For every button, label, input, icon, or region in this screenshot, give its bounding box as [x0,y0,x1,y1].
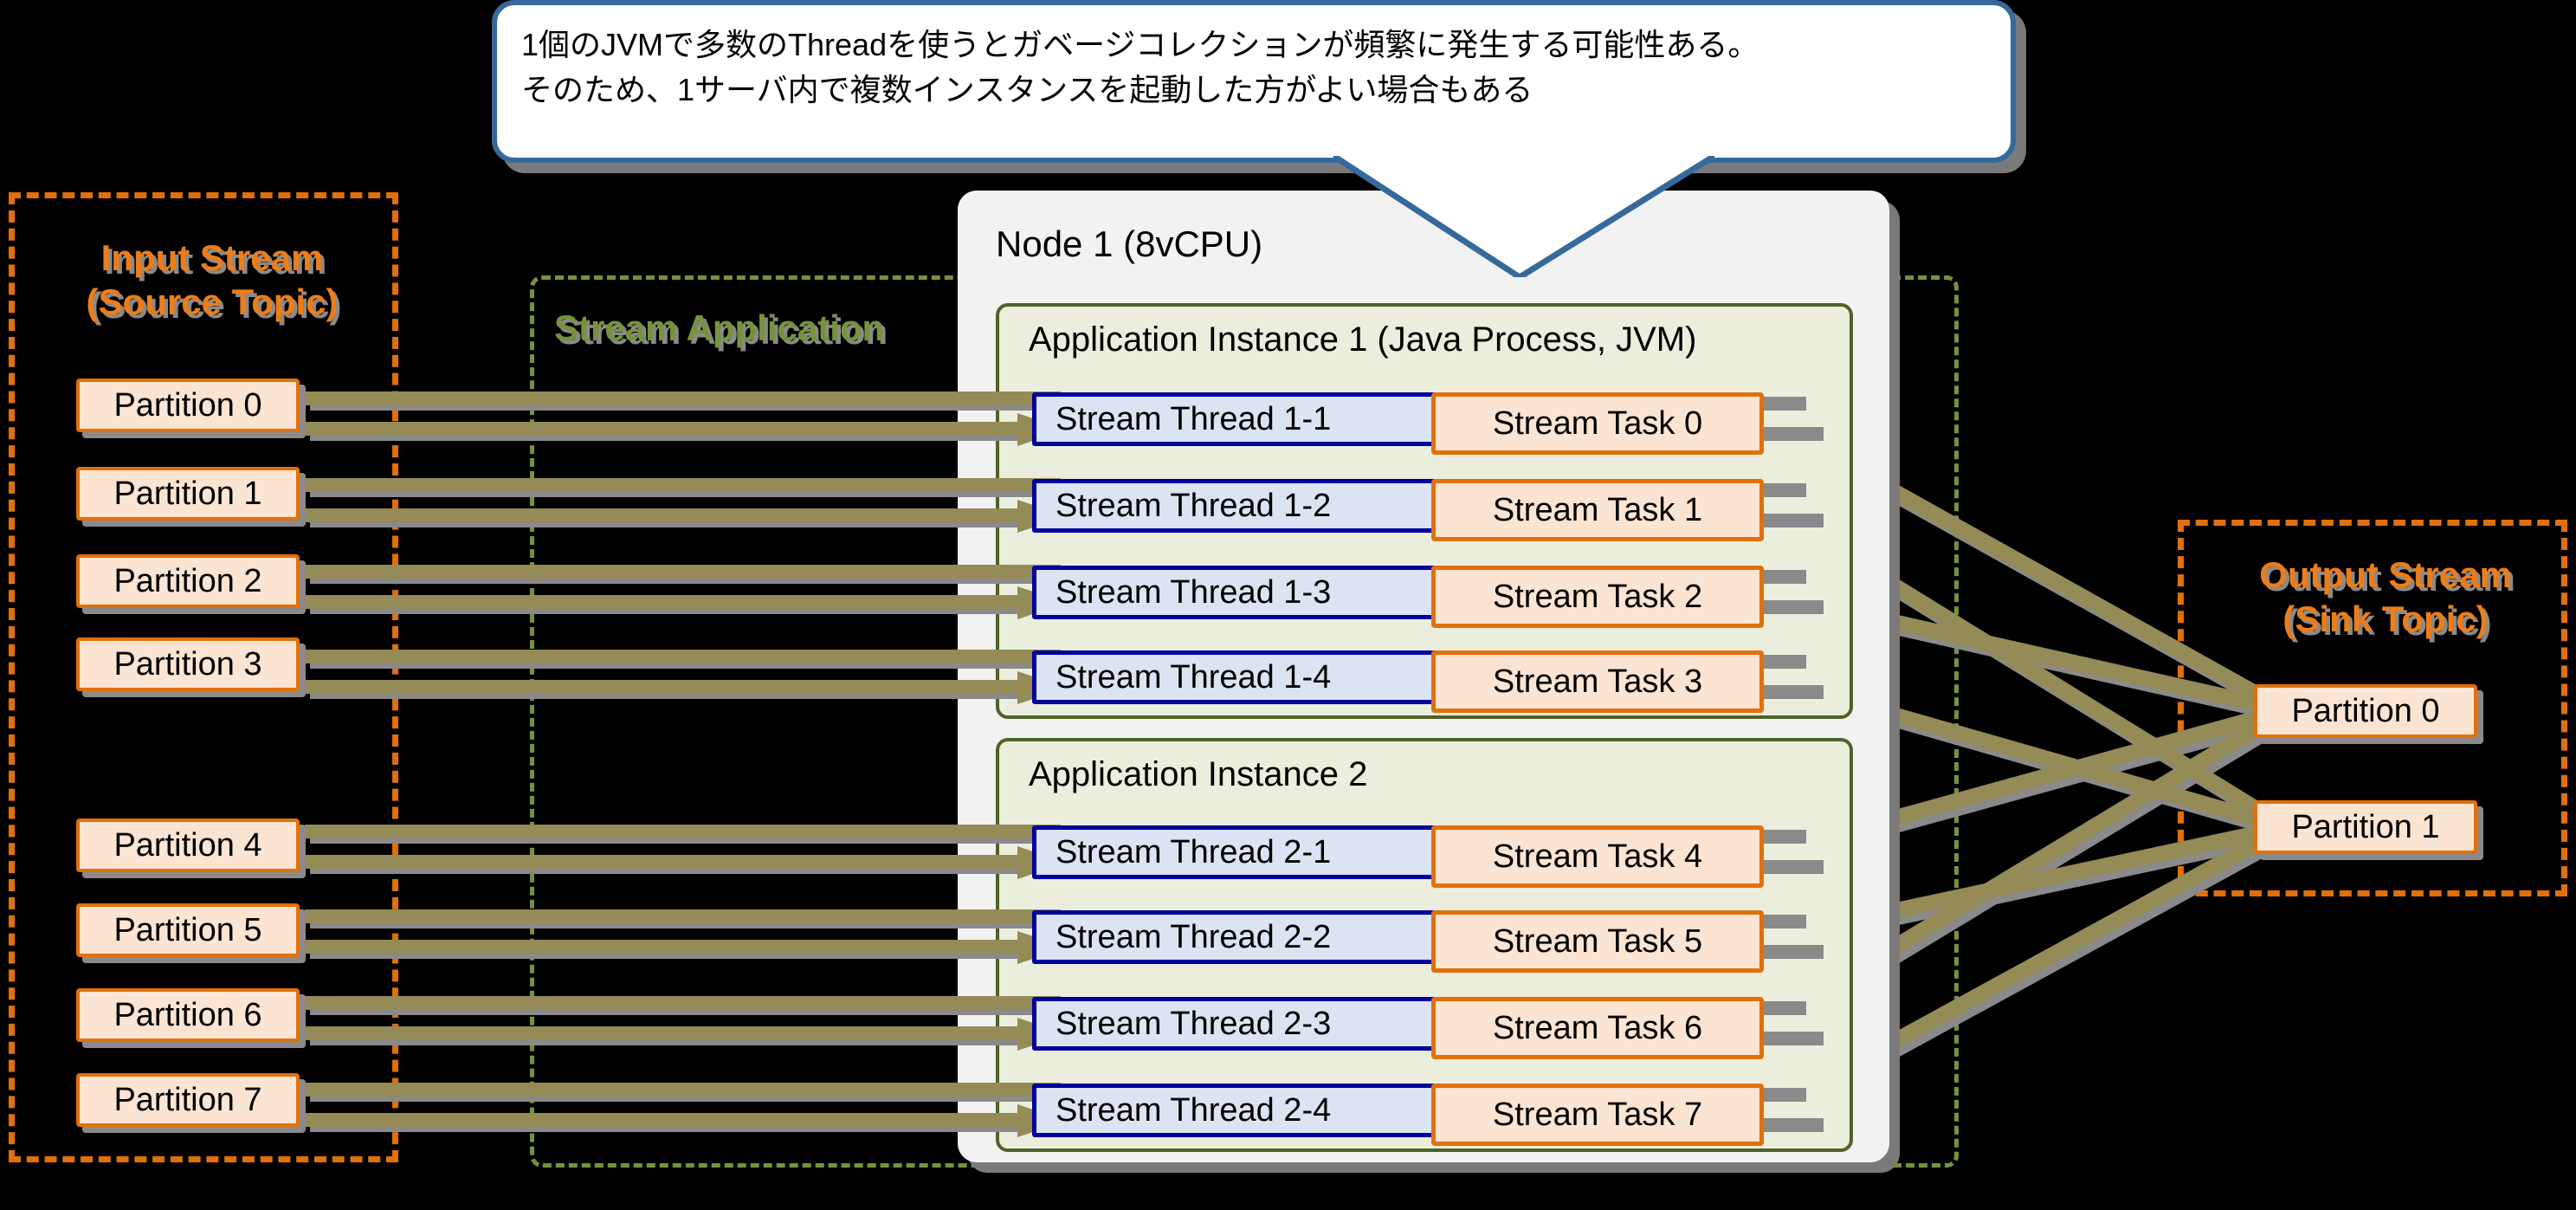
stream-thread-2-3[interactable]: Stream Thread 2-3 Stream Task 6 [1032,997,1764,1059]
thread-label: Stream Thread 1-2 [1056,487,1332,524]
stream-thread-2-4[interactable]: Stream Thread 2-4 Stream Task 7 [1032,1084,1764,1146]
partition-label: Partition 0 [2291,692,2440,729]
input-partition-4[interactable]: Partition 4 [76,819,300,872]
input-partition-1[interactable]: Partition 1 [76,467,300,521]
stream-thread-2-2[interactable]: Stream Thread 2-2 Stream Task 5 [1032,910,1764,973]
stream-application-title: Stream Application [554,307,885,348]
partition-label: Partition 1 [113,475,262,512]
input-partition-2[interactable]: Partition 2 [76,554,300,608]
input-partition-3[interactable]: Partition 3 [76,637,300,691]
stream-task-0[interactable]: Stream Task 0 [1431,392,1764,455]
callout-line-1: 1個のJVMで多数のThreadを使うとガベージコレクションが頻繁に発生する可能… [521,27,1759,62]
output-stream-title: Output Stream (Sink Topic) [2217,553,2554,641]
input-stream-container [9,192,398,1162]
application-instance-1-title: Application Instance 1 (Java Process, JV… [1029,320,1697,359]
stream-thread-1-3[interactable]: Stream Thread 1-3 Stream Task 2 [1032,566,1764,628]
thread-label: Stream Thread 2-4 [1056,1091,1332,1129]
partition-label: Partition 0 [113,386,262,424]
thread-label: Stream Thread 2-2 [1056,918,1332,955]
partition-label: Partition 6 [113,996,262,1033]
stream-thread-1-2[interactable]: Stream Thread 1-2 Stream Task 1 [1032,479,1764,541]
input-partition-0[interactable]: Partition 0 [76,379,300,432]
output-partition-1[interactable]: Partition 1 [2254,800,2477,854]
partition-label: Partition 3 [113,645,262,683]
partition-label: Partition 2 [113,562,262,599]
partition-label: Partition 7 [113,1081,262,1118]
partition-label: Partition 4 [113,826,262,864]
node-title: Node 1 (8vCPU) [996,223,1263,264]
partition-label: Partition 5 [113,911,262,948]
callout-tail [1333,156,1714,277]
partition-label: Partition 1 [2291,808,2440,845]
input-stream-title: Input Stream (Source Topic) [48,236,377,324]
stream-task-3[interactable]: Stream Task 3 [1431,650,1764,713]
thread-label: Stream Thread 1-1 [1056,400,1332,437]
input-partition-5[interactable]: Partition 5 [76,903,300,957]
input-stream-title-line2: (Source Topic) [86,281,339,323]
stream-thread-2-1[interactable]: Stream Thread 2-1 Stream Task 4 [1032,825,1764,888]
stream-thread-1-1[interactable]: Stream Thread 1-1 Stream Task 0 [1032,392,1764,455]
callout-bubble: 1個のJVMで多数のThreadを使うとガベージコレクションが頻繁に発生する可能… [492,0,2016,163]
thread-label: Stream Thread 2-3 [1056,1005,1332,1042]
stream-task-5[interactable]: Stream Task 5 [1431,910,1764,973]
thread-label: Stream Thread 1-3 [1056,573,1332,611]
stream-task-4[interactable]: Stream Task 4 [1431,825,1764,888]
thread-label: Stream Thread 1-4 [1056,658,1332,696]
thread-label: Stream Thread 2-1 [1056,833,1332,870]
stream-task-1[interactable]: Stream Task 1 [1431,479,1764,541]
stream-task-7[interactable]: Stream Task 7 [1431,1084,1764,1146]
stream-thread-1-4[interactable]: Stream Thread 1-4 Stream Task 3 [1032,650,1764,713]
output-stream-title-line1: Output Stream [2259,554,2512,595]
stream-task-6[interactable]: Stream Task 6 [1431,997,1764,1059]
output-partition-0[interactable]: Partition 0 [2254,684,2477,738]
input-stream-title-line1: Input Stream [100,237,324,278]
stream-task-2[interactable]: Stream Task 2 [1431,566,1764,628]
input-partition-7[interactable]: Partition 7 [76,1073,300,1127]
input-partition-6[interactable]: Partition 6 [76,988,300,1042]
callout-line-2: そのため、1サーバ内で複数インスタンスを起動した方がよい場合もある [521,72,1533,108]
output-stream-title-line2: (Sink Topic) [2282,599,2489,640]
application-instance-2-title: Application Instance 2 [1029,755,1368,793]
